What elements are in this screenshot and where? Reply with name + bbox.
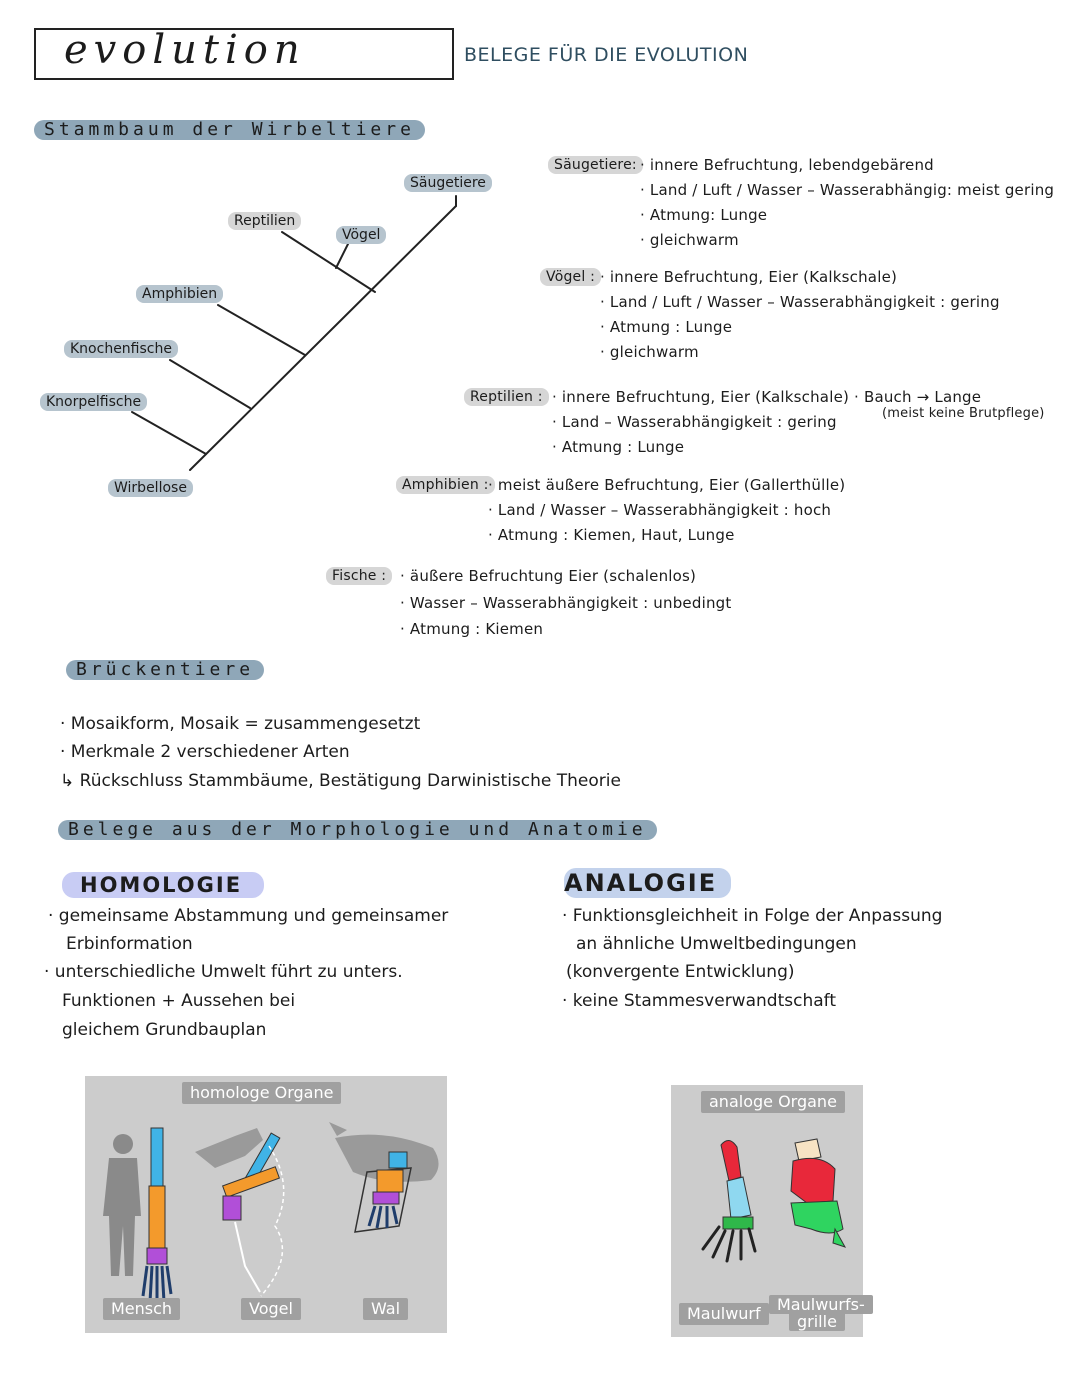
tree-label-voegel: Vögel xyxy=(336,226,387,244)
tree-label-wirbellose: Wirbellose xyxy=(108,479,193,497)
tree-branch-knochenfische xyxy=(169,359,251,409)
analogie-line: · Funktionsgleichheit in Folge der Anpas… xyxy=(562,906,943,926)
page-title: evolution xyxy=(64,27,306,73)
class-line: · innere Befruchtung, Eier (Kalkschale) xyxy=(600,268,898,286)
tree-label-knorpelfische: Knorpelfische xyxy=(40,393,148,411)
figure-analoge-organe: analoge Organe Maulwurf Maulwurfs- grill… xyxy=(671,1085,873,1337)
class-line: · Land / Luft / Wasser – Wasserabhängig:… xyxy=(640,181,1055,199)
homologie-line: Funktionen + Aussehen bei xyxy=(62,991,296,1011)
figure-label-maulwurf: Maulwurf xyxy=(679,1303,769,1325)
tree-branch-reptilien xyxy=(281,231,376,293)
figure-label-maulwurfsgrille-1: Maulwurfs- xyxy=(769,1295,873,1314)
tree-label-knochenfische: Knochenfische xyxy=(64,340,178,358)
tree-label-saeugetiere: Säugetiere xyxy=(404,174,492,192)
figure-label-wal: Wal xyxy=(363,1298,409,1320)
analogous-limbs-illustration xyxy=(701,1138,847,1263)
bird-wing-bones xyxy=(195,1128,285,1297)
brueckentiere-line: · Mosaikform, Mosaik = zusammengesetzt xyxy=(60,714,421,734)
mole-cricket-forelimb xyxy=(790,1138,847,1248)
human-arm-bones xyxy=(141,1127,173,1304)
homologie-heading: HOMOLOGIE xyxy=(62,872,265,898)
class-line: · Atmung : Kiemen xyxy=(400,620,544,638)
whale-flipper-bones xyxy=(329,1122,439,1233)
class-line: · gleichwarm xyxy=(600,343,699,361)
section-heading-stammbaum: Stammbaum der Wirbeltiere xyxy=(34,120,425,140)
mole-forelimb xyxy=(701,1140,757,1263)
class-label-saeugetiere: Säugetiere: xyxy=(548,156,643,174)
homologous-limbs-illustration xyxy=(103,1122,439,1304)
figure-title-homologe: homologe Organe xyxy=(182,1082,342,1104)
page-subtitle: BELEGE FÜR DIE EVOLUTION xyxy=(464,44,749,66)
title-box xyxy=(34,28,454,80)
section-heading-morphologie: Belege aus der Morphologie und Anatomie xyxy=(58,820,657,840)
tree-branch-knorpelfische xyxy=(131,411,207,455)
class-line: · Land – Wasserabhängigkeit : gering xyxy=(552,413,837,431)
analogie-heading: ANALOGIE xyxy=(564,868,732,898)
class-line: · Atmung : Lunge xyxy=(600,318,733,336)
analogie-line: (konvergente Entwicklung) xyxy=(566,962,795,982)
tree-main-branch xyxy=(189,205,457,471)
class-label-reptilien: Reptilien : xyxy=(464,388,549,406)
class-line: · Atmung : Kiemen, Haut, Lunge xyxy=(488,526,735,544)
human-silhouette xyxy=(103,1134,141,1276)
brueckentiere-line: · Merkmale 2 verschiedener Arten xyxy=(60,742,350,762)
class-line: · gleichwarm xyxy=(640,231,739,249)
class-label-fische: Fische : xyxy=(326,567,393,585)
class-line: · Land / Wasser – Wasserabhängigkeit : h… xyxy=(488,501,832,519)
class-label-amphibien: Amphibien : xyxy=(396,476,495,494)
class-line: · äußere Befruchtung Eier (schalenlos) xyxy=(400,567,697,585)
class-line: · Atmung: Lunge xyxy=(640,206,768,224)
class-line: · innere Befruchtung, lebendgebärend xyxy=(640,156,934,174)
analogie-line: an ähnliche Umweltbedingungen xyxy=(576,934,857,954)
class-line: · Wasser – Wasserabhängigkeit : unbeding… xyxy=(400,594,732,612)
homologie-line: gleichem Grundbauplan xyxy=(62,1020,267,1040)
figure-homologe-organe: homologe Organe Mensch Vogel Wal xyxy=(85,1076,447,1333)
tree-branch-voegel xyxy=(335,239,351,269)
class-line: · innere Befruchtung, Eier (Kalkschale) … xyxy=(552,388,982,406)
analogie-line: · keine Stammesverwandtschaft xyxy=(562,991,836,1011)
class-label-voegel: Vögel : xyxy=(540,268,602,286)
section-heading-brueckentiere: Brückentiere xyxy=(66,660,265,680)
figure-label-mensch: Mensch xyxy=(103,1298,181,1320)
class-line: · meist äußere Befruchtung, Eier (Galler… xyxy=(488,476,846,494)
figure-label-maulwurfsgrille-2: grille xyxy=(789,1312,845,1331)
homologie-line: · unterschiedliche Umwelt führt zu unter… xyxy=(44,962,403,982)
class-line: · Land / Luft / Wasser – Wasserabhängigk… xyxy=(600,293,1000,311)
tree-branch-amphibien xyxy=(217,304,306,356)
figure-title-analoge: analoge Organe xyxy=(701,1091,845,1113)
class-note-reptilien: (meist keine Brutpflege) xyxy=(882,406,1045,421)
class-line: · Atmung : Lunge xyxy=(552,438,685,456)
homologie-line: · gemeinsame Abstammung und gemeinsamer xyxy=(48,906,449,926)
homologie-line: Erbinformation xyxy=(66,934,193,954)
figure-label-vogel: Vogel xyxy=(241,1298,301,1320)
tree-label-amphibien: Amphibien xyxy=(136,285,224,303)
tree-label-reptilien: Reptilien xyxy=(228,212,302,230)
brueckentiere-line: ↳ Rückschluss Stammbäume, Bestätigung Da… xyxy=(60,771,621,791)
